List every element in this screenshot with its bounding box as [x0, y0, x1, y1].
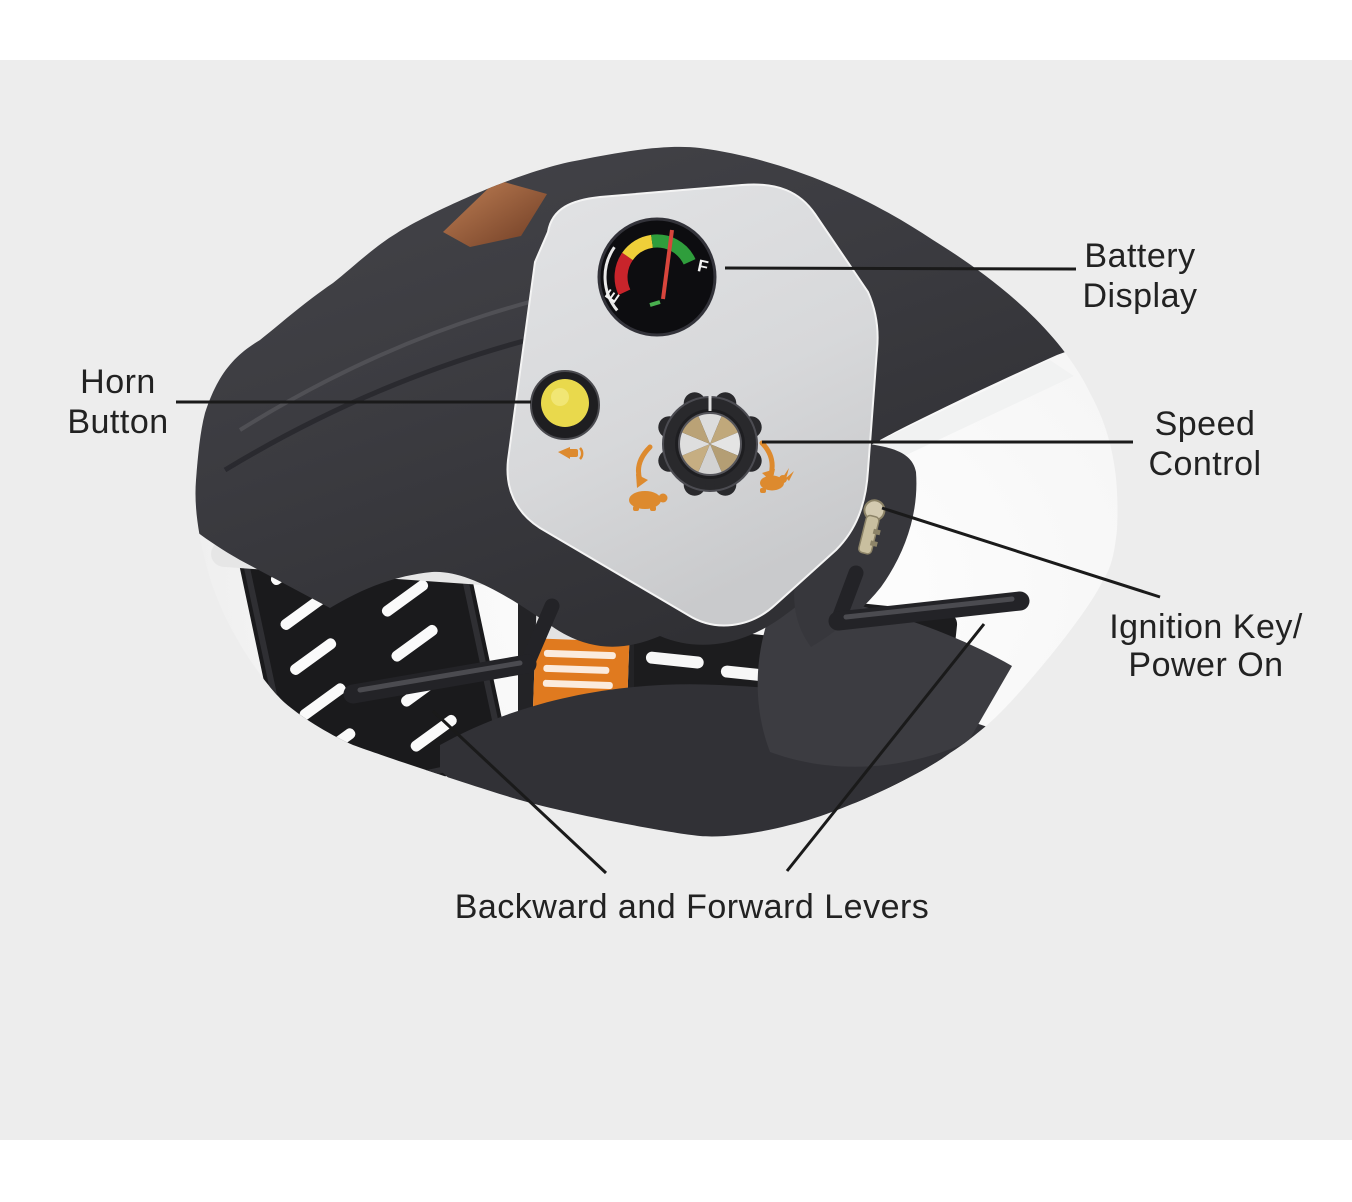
backward-lever-callout-line [431, 709, 608, 875]
knob-metal-facets [679, 413, 741, 475]
levers-label: Backward and Forward Levers [454, 888, 930, 926]
battery-gauge: E F [597, 217, 717, 337]
ignition-callout-line [881, 506, 1161, 599]
gauge-tick [649, 300, 661, 307]
speed-control-knob[interactable] [658, 392, 762, 496]
callout-lines [176, 266, 1161, 875]
horn-button-label: Horn Button [67, 363, 169, 441]
tiller-right-flank [794, 442, 917, 647]
gauge-rim-highlight [603, 246, 619, 312]
rabbit-icon [760, 468, 794, 493]
battery-display-label: Battery Display [1082, 237, 1198, 315]
ignition-key-label: Ignition Key/ Power On [1109, 608, 1303, 684]
backward-lever[interactable] [343, 598, 560, 704]
bottom-margin [0, 1140, 1352, 1202]
battery-callout-line [724, 266, 1077, 271]
panel-gap-highlight [845, 360, 1074, 474]
turtle-icon [629, 491, 668, 511]
copper-trim-wedge [443, 180, 547, 247]
top-margin [0, 0, 1352, 60]
gauge-yellow-zone [622, 234, 654, 261]
horn-icon [558, 447, 584, 460]
gauge-full-letter: F [696, 256, 710, 277]
gauge-needle [661, 229, 674, 300]
forward-lever[interactable] [828, 565, 1030, 631]
horn-button[interactable] [530, 370, 600, 440]
gauge-green-zone [651, 234, 696, 265]
speed-control-label: Speed Control [1148, 405, 1262, 483]
photo-clip-group: E F [195, 146, 1118, 837]
forward-lever-callout-line [785, 623, 986, 872]
ignition-key [858, 499, 886, 555]
gauge-red-zone [614, 252, 634, 295]
